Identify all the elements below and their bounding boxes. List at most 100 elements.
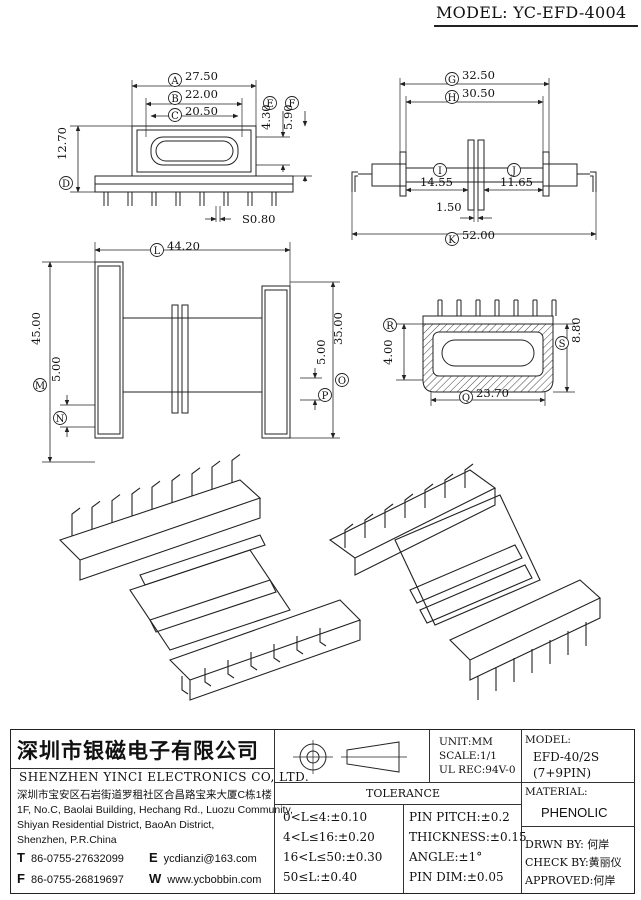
section-pin (437, 299, 443, 316)
title-underline (434, 25, 638, 27)
dim-letter-j: J (511, 166, 516, 177)
dim-value-l: 44.20 (167, 239, 200, 253)
dim-value-e: 4.30 (259, 104, 273, 130)
dim-value-g: 32.50 (462, 68, 495, 82)
dim-value-b: 22.00 (185, 87, 218, 101)
dim-value-s: 8.80 (569, 317, 583, 343)
dim-letter-i: I (438, 166, 442, 177)
isometric-view-right (328, 463, 601, 700)
dim-marker-d (59, 176, 73, 190)
email-icon: E (149, 850, 158, 865)
dim-letter-p: P (322, 391, 329, 402)
email-value[interactable]: ycdianzi@163.com (163, 853, 257, 865)
fax-value: 86-0755-26819697 (30, 874, 124, 886)
iso-pin (131, 487, 141, 516)
iso-pin (250, 652, 258, 671)
iso-pin (384, 503, 394, 528)
iso-pin (344, 523, 354, 548)
pin-count: (7+9PIN) (533, 766, 592, 780)
dim-value-s0: S0.80 (242, 212, 275, 226)
iso-pin (424, 483, 434, 508)
unit: UNIT:MM (439, 736, 493, 748)
iso-pin (204, 668, 212, 687)
dim-value-k: 52.00 (462, 228, 495, 242)
dim-letter-o: O (338, 376, 346, 387)
model-value: EFD-40/2S (533, 750, 600, 764)
dim-value-a: 27.50 (185, 69, 218, 83)
section-view (396, 299, 575, 406)
dim-value-i: 14.55 (420, 175, 453, 189)
tolerance-row-3: 16<L≤50:±0.30 (283, 850, 383, 864)
dim-value-m: 45.00 (29, 312, 43, 345)
dim-marker-p (318, 388, 332, 402)
section-pin (475, 299, 481, 316)
dim-marker-e (263, 96, 277, 110)
dim-letter-g: G (448, 75, 456, 86)
dim-letter-s: S (559, 339, 566, 350)
tolerance-row-2: 4<L≤16:±0.20 (283, 830, 375, 844)
dim-marker-j (507, 163, 521, 177)
dim-value-h: 30.50 (462, 86, 495, 100)
iso-pin (71, 507, 81, 536)
dim-letter-r: R (386, 321, 394, 332)
approved-by: APPROVED:何岸 (525, 874, 616, 887)
iso-pin (171, 474, 181, 503)
dim-value-o: 35.00 (331, 312, 345, 345)
ul-rec: UL REC:94V-0 (439, 764, 516, 776)
dim-letter-f: F (289, 99, 296, 110)
iso-pin (231, 453, 241, 483)
model-label: MODEL: (525, 734, 571, 746)
section-pin (513, 299, 519, 316)
projection-symbol-icon (293, 740, 407, 774)
iso-pin (444, 473, 454, 498)
address-line-3: Shenzhen, P.R.China (17, 834, 117, 846)
iso-pin (364, 513, 374, 538)
model-title: MODEL: YC-EFD-4004 (436, 3, 627, 22)
address-cn: 深圳市宝安区石岩街道罗租社区合昌路宝来大厦C栋1楼 (17, 789, 272, 801)
tolerance-row-1: 0<L≤4:±0.10 (283, 810, 368, 824)
material-label: MATERIAL: (525, 786, 588, 798)
iso-pin (211, 460, 221, 490)
dim-letter-e: E (266, 99, 273, 110)
tolerance-title: TOLERANCE (366, 787, 440, 800)
iso-pin (111, 494, 121, 523)
dim-value-f: 5.90 (281, 104, 295, 130)
front-view (70, 80, 312, 222)
iso-pin (227, 660, 235, 679)
iso-pin (296, 636, 304, 655)
pin-pitch: PIN PITCH:±0.2 (409, 810, 510, 824)
dim-letter-q: Q (462, 393, 470, 404)
dim-value-p: 5.00 (314, 339, 328, 365)
drawn-by: DRWN BY: 何岸 (525, 838, 610, 851)
iso-pin (464, 463, 474, 488)
dim-marker-g (445, 72, 459, 86)
dim-value-r: 4.00 (381, 339, 395, 365)
dim-letter-c: C (171, 111, 179, 122)
dim-value-t: 1.50 (436, 200, 462, 214)
web-value[interactable]: www.ycbobbin.com (167, 874, 262, 886)
dim-marker-c (168, 108, 182, 122)
dim-value-j: 11.65 (500, 175, 533, 189)
iso-pin (273, 644, 281, 663)
dim-marker-o (335, 373, 349, 387)
company-address: 深圳市宝安区石岩街道罗租社区合昌路宝来大厦C栋1楼 1F, No.C, Baol… (17, 788, 293, 848)
iso-pin (404, 493, 414, 518)
dim-marker-f (285, 96, 299, 110)
thickness: THICKNESS:±0.15 (409, 830, 527, 844)
title-block: 深圳市银磁电子有限公司 SHENZHEN YINCI ELECTRONICS C… (10, 729, 635, 894)
dim-value-c: 20.50 (185, 104, 218, 118)
dim-value-q: 23.70 (476, 386, 509, 400)
tel-icon: T (17, 850, 25, 865)
iso-pin (181, 676, 189, 695)
iso-pin (91, 500, 101, 530)
check-by: CHECK BY:黄丽仪 (525, 856, 622, 869)
web-icon: W (149, 871, 162, 886)
dim-letter-b: B (171, 94, 178, 105)
dim-letter-k: K (448, 235, 456, 246)
dim-letter-d: D (62, 179, 70, 190)
iso-pin (151, 480, 161, 510)
